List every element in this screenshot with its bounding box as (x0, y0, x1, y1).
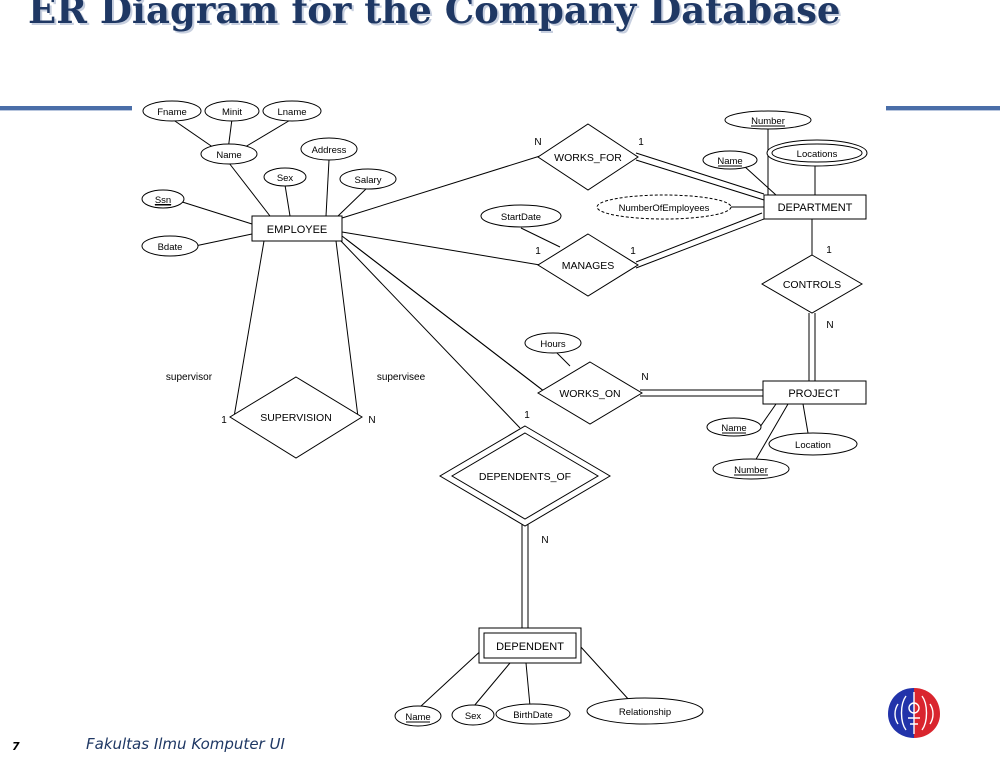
cardinality-label: N (541, 535, 548, 546)
relationship-works-for: WORKS_FOR (537, 123, 639, 191)
relationship-works-on-label: WORKS_ON (559, 388, 620, 400)
entity-employee-label: EMPLOYEE (267, 224, 328, 236)
page-title: ER Diagram for the Company Database (28, 0, 841, 32)
attribute-salary: Salary (339, 168, 397, 190)
entity-project: PROJECT (762, 380, 867, 405)
relationship-dependents-of-weak: DEPENDENTS_OF (439, 425, 611, 527)
relationship-works-on: WORKS_ON (537, 361, 643, 425)
svg-text:Name: Name (405, 712, 430, 723)
attribute-bdate: Bdate (141, 235, 199, 257)
attribute-employee-name: Name (200, 143, 258, 165)
attribute-minit: Minit (204, 100, 260, 122)
attribute-dependent-name-key: Name (394, 705, 442, 727)
cardinality-label: 1 (524, 410, 530, 421)
role-supervisee: supervisee (377, 372, 426, 383)
attribute-department-name-key: Name (702, 150, 758, 170)
attribute-start-date: StartDate (480, 204, 562, 228)
attribute-number-of-employees-derived: NumberOfEmployees (596, 194, 732, 220)
relationship-controls: CONTROLS (761, 254, 863, 314)
role-supervisor: supervisor (166, 372, 213, 383)
svg-text:Locations: Locations (797, 149, 838, 160)
relationship-supervision: SUPERVISION (229, 376, 363, 459)
svg-text:Number: Number (751, 116, 785, 127)
svg-text:Minit: Minit (222, 107, 242, 118)
attribute-department-number-key: Number (724, 110, 812, 130)
attribute-address: Address (300, 137, 358, 161)
page-number: 7 (12, 740, 20, 753)
cardinality-label: N (826, 320, 833, 331)
svg-text:Lname: Lname (277, 107, 306, 118)
svg-text:Hours: Hours (540, 339, 566, 350)
relationship-controls-label: CONTROLS (783, 279, 841, 291)
cardinality-label: N (534, 137, 541, 148)
cardinality-label: 1 (535, 246, 541, 257)
relationship-manages: MANAGES (537, 233, 639, 297)
relationship-manages-label: MANAGES (562, 260, 615, 272)
entity-project-label: PROJECT (788, 388, 840, 400)
entity-dependent-label: DEPENDENT (496, 641, 564, 653)
footer-text: Fakultas Ilmu Komputer UI (86, 735, 285, 753)
attribute-project-name-key: Name (706, 417, 762, 437)
attribute-locations-multivalued: Locations (766, 139, 868, 167)
cardinality-label: N (641, 372, 648, 383)
attribute-fname: Fname (142, 100, 202, 122)
svg-text:Address: Address (312, 145, 347, 156)
attribute-dependent-sex: Sex (451, 704, 495, 726)
relationship-supervision-label: SUPERVISION (260, 412, 332, 424)
svg-text:Sex: Sex (465, 711, 482, 722)
svg-text:Relationship: Relationship (619, 707, 671, 718)
relationship-dependents-of-label: DEPENDENTS_OF (479, 471, 571, 483)
attribute-hours: Hours (524, 332, 582, 354)
svg-text:NumberOfEmployees: NumberOfEmployees (619, 203, 710, 214)
entity-dependent-weak: DEPENDENT (478, 627, 582, 664)
cardinality-label: 1 (826, 245, 832, 256)
svg-text:Salary: Salary (355, 175, 382, 186)
svg-text:Name: Name (717, 156, 742, 167)
svg-text:Location: Location (795, 440, 831, 451)
header-rule-left (0, 106, 132, 111)
svg-text:Name: Name (721, 423, 746, 434)
relationship-works-for-label: WORKS_FOR (554, 152, 622, 164)
svg-text:Fname: Fname (157, 107, 187, 118)
svg-text:BirthDate: BirthDate (513, 710, 553, 721)
cardinality-label: N (368, 415, 375, 426)
attribute-birth-date: BirthDate (495, 703, 571, 725)
svg-text:Sex: Sex (277, 173, 294, 184)
cardinality-label: 1 (221, 415, 227, 426)
attribute-project-number-key: Number (712, 458, 790, 480)
attribute-lname: Lname (262, 100, 322, 122)
entity-department: DEPARTMENT (763, 194, 867, 220)
svg-text:Bdate: Bdate (158, 242, 183, 253)
cardinality-label: 1 (638, 137, 644, 148)
header-rule-right (886, 106, 1000, 111)
svg-text:Ssn: Ssn (155, 195, 171, 206)
svg-text:Number: Number (734, 465, 768, 476)
attribute-sex: Sex (263, 167, 307, 187)
attribute-ssn-key: Ssn (141, 189, 185, 209)
university-logo-icon (888, 688, 940, 738)
attribute-relationship: Relationship (586, 697, 704, 725)
cardinality-label: 1 (630, 246, 636, 257)
attribute-project-location: Location (768, 432, 858, 456)
svg-text:StartDate: StartDate (501, 212, 541, 223)
svg-text:Name: Name (216, 150, 241, 161)
entity-employee: EMPLOYEE (251, 215, 343, 242)
entity-department-label: DEPARTMENT (778, 202, 853, 214)
